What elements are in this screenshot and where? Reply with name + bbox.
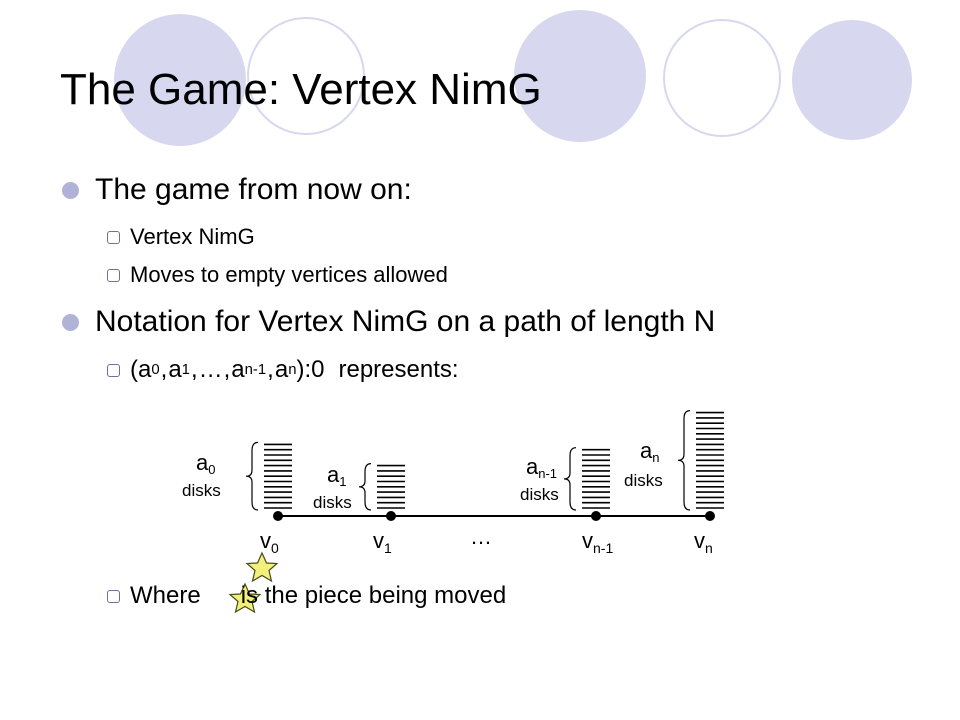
bullet-2-text: Notation for Vertex NimG on a path of le… [95,305,716,338]
brace [677,410,691,511]
vertex-vn-label: vn [694,528,713,556]
bullet-1-sub-1-text: Vertex NimG [130,224,255,249]
star-icon [228,582,262,614]
notation-represents: represents: [338,356,459,383]
vertex-vn1-label: vn-1 [582,528,613,556]
label-an1: an-1 [526,454,557,481]
label-a0: a0 [196,450,215,477]
slide-title: The Game: Vertex NimG [60,65,542,114]
star-icon [245,551,279,583]
notation-a1: a [168,356,182,383]
notation-a1-sub: 1 [181,362,190,378]
checkbox-bullet-icon [107,268,120,282]
notation-an1-sub: n-1 [244,362,267,378]
bullet-1-sub-2: Moves to empty vertices allowed [107,262,448,288]
bullet-dot-icon [62,181,79,199]
notation-an: a [274,356,289,383]
checkbox-bullet-icon [107,363,120,377]
bullet-dot-icon [62,313,79,331]
notation-close: ):0 [296,356,325,383]
decor-circle-4 [663,19,781,137]
disk-stacks [264,411,724,509]
label-an: an [640,438,659,465]
vertex-v1-dot [386,511,396,521]
vertex-v0-dot [273,511,283,521]
bullet-1-sub-1: Vertex NimG [107,224,255,250]
brace [563,447,577,511]
bullet-2-sub-2: Where is the piece being moved [107,582,506,610]
notation-a0: a [138,356,152,383]
vertex-vn1-dot [591,511,601,521]
checkbox-bullet-icon [107,589,120,603]
notation-open: ( [130,356,138,383]
piece-moved-text: is the piece being moved [240,582,507,609]
decor-circle-5 [792,20,912,140]
label-a1: a1 [327,462,346,489]
label-an-disks: disks [624,471,663,490]
bullet-2: Notation for Vertex NimG on a path of le… [62,305,715,339]
braces [245,410,691,511]
decor-circle-3 [514,10,646,142]
vertex-vn-dot [705,511,715,521]
where-text: Where [130,582,201,609]
notation-a0-sub: 0 [151,362,160,378]
brace [358,463,372,511]
decor-circle-1 [114,14,246,146]
label-an1-disks: disks [520,485,559,504]
bullet-1: The game from now on: [62,173,412,207]
decor-circle-2 [247,17,365,135]
bullet-1-sub-2-text: Moves to empty vertices allowed [130,262,448,287]
vertex-v1-label: v1 [373,528,392,556]
notation-an-sub: n [288,362,297,378]
brace [245,441,259,511]
notation-an1: a [231,356,245,383]
vertex-v0-label: v0 [260,528,279,556]
checkbox-bullet-icon [107,230,120,244]
vertex-ellipsis: … [470,524,492,549]
label-a1-disks: disks [313,493,352,512]
bullet-1-text: The game from now on: [95,173,412,206]
notation-dots: … [198,356,223,383]
label-a0-disks: disks [182,481,221,500]
